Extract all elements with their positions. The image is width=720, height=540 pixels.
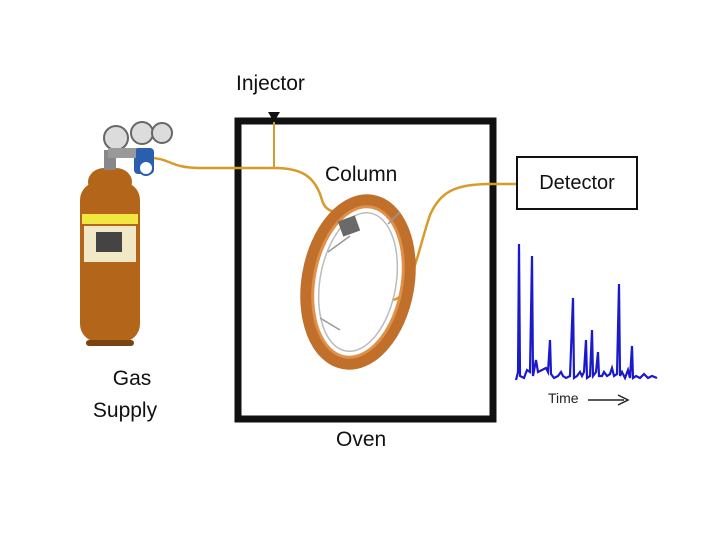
label-supply: Supply	[92, 399, 158, 422]
tubing-inlet	[149, 156, 353, 214]
label-time: Time	[548, 390, 579, 406]
label-oven: Oven	[336, 428, 387, 451]
regulator-icon	[103, 121, 173, 176]
oven-frame	[234, 117, 497, 423]
label-gas: Gas	[112, 367, 152, 390]
gas-cylinder-icon	[80, 150, 140, 346]
label-injector: Injector	[236, 72, 305, 95]
injector-marker-icon	[268, 112, 280, 122]
detector-box: Detector	[516, 156, 638, 210]
chromatogram-trace	[514, 243, 658, 381]
label-detector: Detector	[539, 171, 615, 194]
arrow-right-icon	[588, 394, 630, 406]
column-coil-icon	[300, 194, 416, 370]
label-column: Column	[325, 163, 398, 186]
chromatogram	[514, 243, 658, 381]
